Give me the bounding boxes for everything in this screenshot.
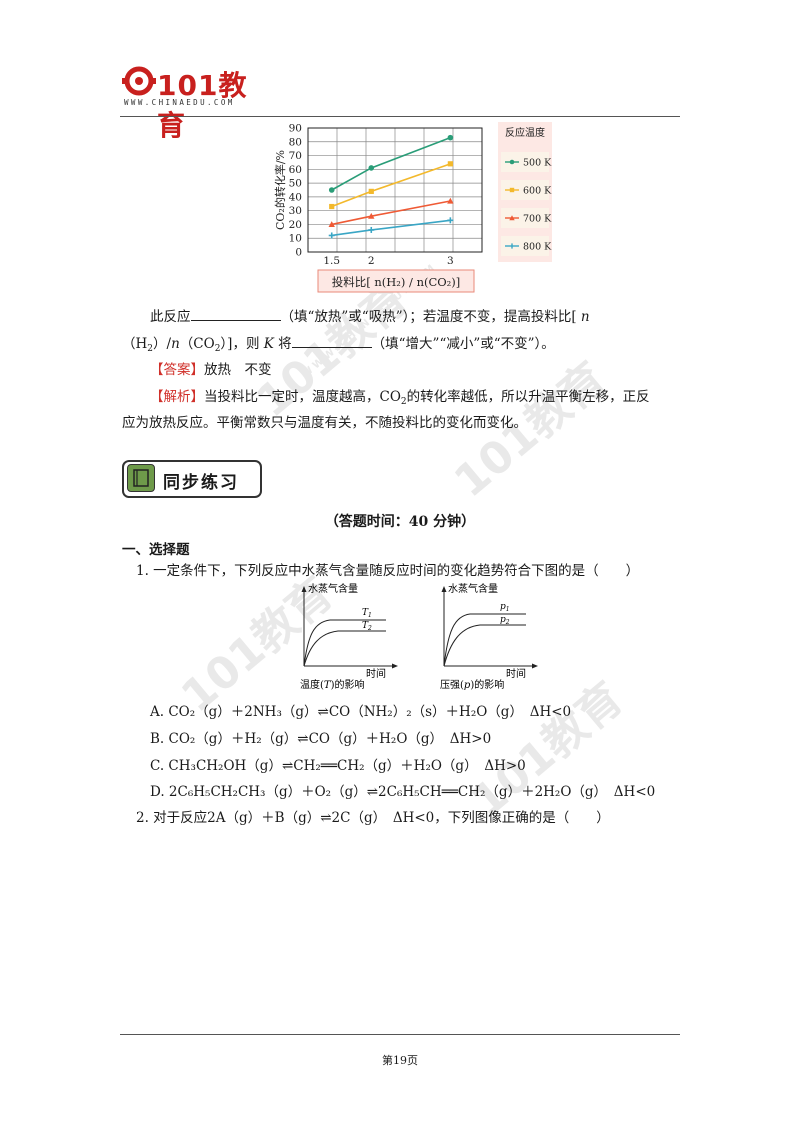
series-line <box>331 136 451 191</box>
legend-label: 600 K <box>523 186 552 197</box>
fig2-ylabel: 水蒸气含量 <box>448 582 498 595</box>
y-tick-label: 80 <box>289 136 302 148</box>
analysis-line-2: 应为放热反应。平衡常数只与温度有关，不随投料比的变化而变化。 <box>122 415 527 431</box>
y-axis-label: CO₂的转化率/% <box>273 150 287 230</box>
legend-item-bg <box>501 180 549 200</box>
fig2-curve2-label: p2 <box>500 615 510 626</box>
time-note: （答题时间：40 分钟） <box>324 514 476 530</box>
temperature-effect-figure: 水蒸气含量 时间 T1 T2 温度(T)的影响 <box>300 582 398 691</box>
q2-stem: 2. 对于反应2A（g）＋B（g）⇌2C（g） ΔH<0，下列图像正确的是（ ） <box>136 810 610 826</box>
series-line <box>331 219 451 237</box>
data-point <box>368 212 375 219</box>
legend-item-bg <box>501 208 549 228</box>
option-d: D. 2C₆H₅CH₂CH₃（g）＋O₂（g）⇌2C₆H₅CH══CH₂（g）＋… <box>150 784 656 800</box>
legend-marker <box>509 215 515 221</box>
answer-blank-1 <box>190 306 281 321</box>
q1-stem: 1. 一定条件下，下列反应中水蒸气含量随反应时间的变化趋势符合下图的是（ ） <box>136 563 640 579</box>
fig1-xlabel: 时间 <box>366 667 386 680</box>
series-line <box>331 200 451 226</box>
data-point <box>328 187 335 193</box>
legend-marker <box>509 159 515 165</box>
option-c: C. CH₃CH₂OH（g）⇌CH₂══CH₂（g）＋H₂O（g） ΔH>0 <box>150 758 526 774</box>
book-icon <box>127 464 155 492</box>
data-point <box>447 134 454 141</box>
series-line <box>331 163 451 208</box>
fig1-caption: 温度(T)的影响 <box>300 678 364 691</box>
part-heading: 一、选择题 <box>122 542 190 558</box>
option-a: A. CO₂（g）＋2NH₃（g）⇌CO（NH₂）₂（s）＋H₂O（g） ΔH<… <box>150 704 572 720</box>
legend-label: 800 K <box>523 242 552 253</box>
data-point <box>447 197 454 204</box>
fig2-curve1-label: p1 <box>500 602 510 613</box>
fig2-xlabel: 时间 <box>506 667 526 680</box>
x-tick-label: 1.5 <box>323 255 340 267</box>
y-tick-label: 10 <box>289 233 302 245</box>
x-axis-label: 投料比[ n(H₂) / n(CO₂)] <box>332 275 461 289</box>
header-rule <box>120 116 680 117</box>
y-tick-label: 90 <box>289 123 302 135</box>
legend-marker <box>509 187 515 193</box>
y-tick-label: 40 <box>289 191 302 203</box>
logo-text: 101教育 <box>157 69 248 142</box>
fig2-caption: 压强(p)的影响 <box>440 678 504 691</box>
question-line-1: 此反应（填“放热”或“吸热”）；若温度不变，提高投料比[ n <box>150 306 590 327</box>
legend-label: 500 K <box>523 158 552 169</box>
y-tick-label: 50 <box>289 178 302 190</box>
answer-line: 【答案】放热 不变 <box>150 362 272 378</box>
pressure-effect-figure: 水蒸气含量 时间 p1 p2 压强(p)的影响 <box>440 582 538 691</box>
logo-mark-icon <box>122 66 156 96</box>
analysis-line-1: 【解析】当投料比一定时，温度越高，CO2的转化率越低，所以升温平衡左移，正反 <box>150 389 650 407</box>
logo-subtext: WWW.CHINAEDU.COM <box>124 98 235 107</box>
page-number: 第19页 <box>382 1054 418 1067</box>
fig1-ylabel: 水蒸气含量 <box>308 582 358 595</box>
data-point <box>368 188 374 194</box>
option-b: B. CO₂（g）＋H₂（g）⇌CO（g）＋H₂O（g） ΔH>0 <box>150 731 492 747</box>
section-title: 同步练习 <box>163 473 239 493</box>
data-point <box>447 161 453 167</box>
x-tick-label: 2 <box>368 255 375 267</box>
legend-item-bg <box>501 152 549 172</box>
footer-rule <box>120 1034 680 1035</box>
y-tick-label: 70 <box>289 150 302 162</box>
legend-label: 700 K <box>523 214 552 225</box>
question-line-2: （H2）/n（CO2）]，则 K 将（填“增大”“减小”或“不变”）。 <box>122 333 555 359</box>
x-tick-label: 3 <box>447 255 454 267</box>
y-tick-label: 30 <box>289 205 302 217</box>
plot-frame <box>307 127 483 253</box>
data-point <box>329 203 335 210</box>
data-point <box>328 221 335 228</box>
answer-blank-2 <box>291 333 372 348</box>
logo: 101教育 WWW.CHINAEDU.COM <box>122 62 252 142</box>
x-label-box <box>317 269 475 293</box>
legend-item-bg <box>501 236 549 256</box>
legend-title: 反应温度 <box>505 126 545 139</box>
data-point <box>368 165 375 171</box>
y-tick-label: 60 <box>289 164 302 176</box>
fig1-curve2-label: T2 <box>362 621 372 632</box>
y-tick-label: 0 <box>295 247 302 259</box>
fig1-curve1-label: T1 <box>362 608 372 619</box>
y-tick-label: 20 <box>289 219 302 231</box>
